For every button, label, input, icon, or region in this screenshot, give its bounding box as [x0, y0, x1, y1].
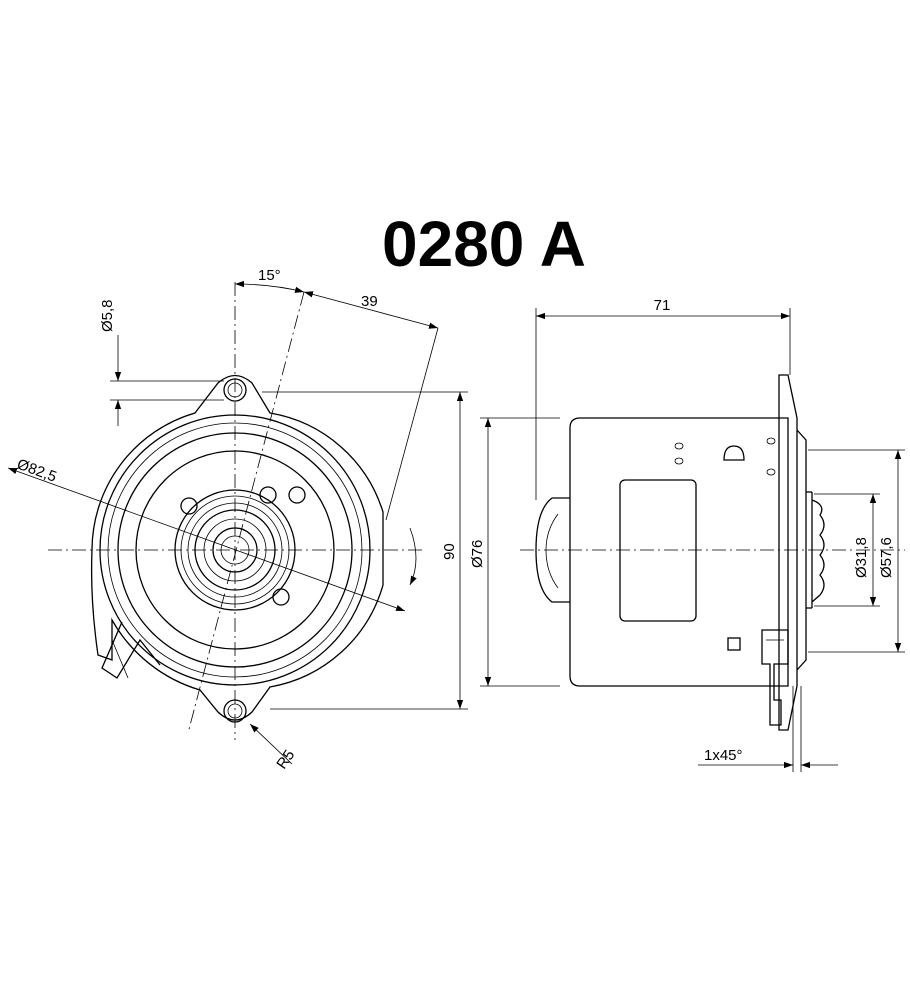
shaft-knurl [811, 492, 825, 608]
hole-dia-dim-label: Ø5,8 [99, 299, 116, 332]
flange-dia-dim-label: Ø76 [469, 540, 486, 568]
motor-body [569, 417, 789, 687]
label-plate [619, 479, 697, 622]
top-mount-hole-inner [227, 382, 243, 398]
bottom-mount-hole-outer [223, 699, 247, 723]
side-view: 71 Ø31,8 Ø57,6 1x45° [520, 297, 905, 772]
mounting-flange [778, 374, 798, 731]
terminal-square [727, 637, 741, 651]
connector-lug [101, 621, 161, 679]
housing-outer-outline [90, 374, 384, 721]
rear-bearing-boss [535, 497, 570, 603]
angle-dim-label: 15° [258, 267, 281, 284]
vent-hole-4 [272, 588, 290, 606]
flange-hole-1 [766, 437, 776, 445]
top-mount-hole-outer [223, 378, 247, 402]
outer-dia-dim-label: Ø82,5 [15, 456, 59, 486]
height-dim-label: 90 [441, 543, 458, 560]
body-boss [723, 445, 745, 461]
length-dim-label: 71 [654, 297, 671, 314]
angle-dim-arc [234, 280, 305, 293]
shaft-dia-dim-label: Ø31,8 [853, 537, 870, 578]
flange-hole-2 [766, 468, 776, 476]
hole-offset-dim-line [303, 291, 439, 329]
front-view: 15° 39 Ø5,8 Ø82,5 90 Ø76 R5 [7, 267, 560, 772]
outer-dia-dim-line [7, 467, 406, 612]
hole-offset-dim-label: 39 [361, 293, 378, 310]
hole-offset-ext-line [385, 327, 439, 521]
bottom-mount-hole-inner [227, 703, 243, 719]
hub-dia-dim-label: Ø57,6 [878, 537, 895, 578]
connector-lug-detail [111, 639, 129, 679]
radius-dim-label: R5 [273, 747, 298, 772]
terminal-clip [761, 629, 789, 726]
front-hub [796, 429, 807, 671]
drawing-title: 0280 A [382, 208, 586, 280]
body-hole-2 [674, 457, 684, 465]
vent-hole-3 [288, 486, 306, 504]
rotation-arrow [409, 527, 417, 586]
body-hole-1 [674, 442, 684, 450]
radius-dim-line [249, 723, 293, 765]
rear-bearing-boss-inner [545, 513, 559, 589]
chamfer-dim-label: 1x45° [704, 747, 743, 764]
